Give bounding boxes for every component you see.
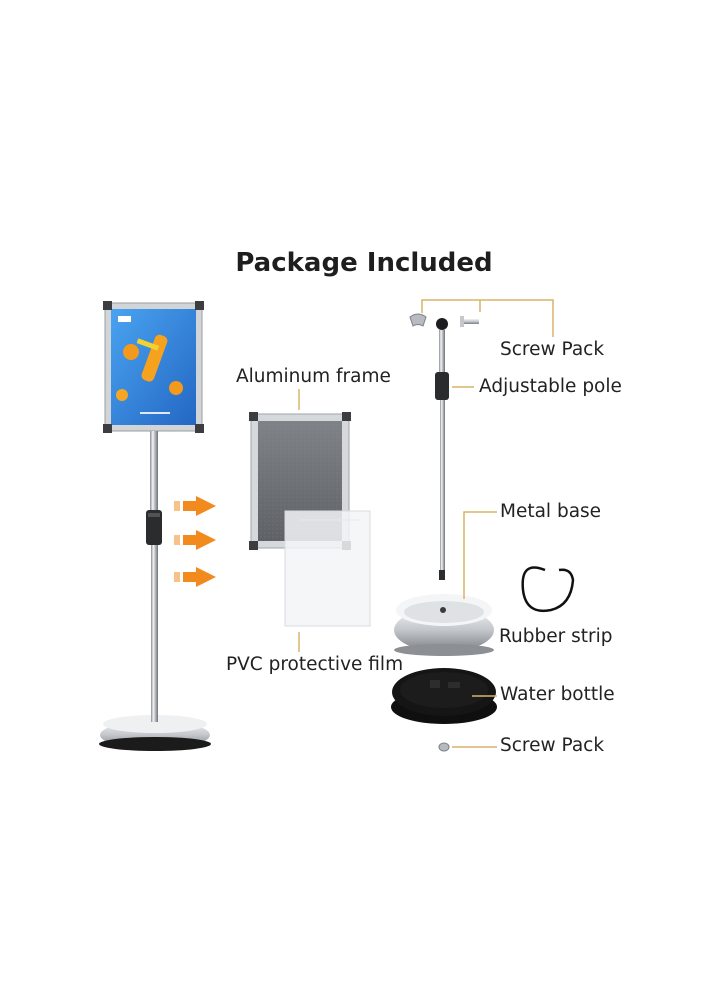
arrow-icon [174,567,216,587]
rubber-strip-icon [521,566,575,613]
label-water-bottle: Water bottle [500,684,615,705]
arrow-icon [174,530,216,550]
pvc-film-part [284,510,371,627]
wing-nut-icon [409,313,427,327]
label-screw-pack-bottom: Screw Pack [500,735,605,756]
exploded-stand [391,313,575,752]
label-aluminum-frame: Aluminum frame [236,366,391,387]
small-screw-icon [438,742,450,752]
bolt-icon [460,316,479,327]
label-pvc-protective-film: PVC protective film [226,654,404,675]
arrow-icon [174,496,216,516]
label-adjustable-pole: Adjustable pole [479,376,622,397]
label-metal-base: Metal base [500,501,602,522]
page-title: Package Included [235,248,493,278]
orange-arrows [174,496,216,587]
label-rubber-strip: Rubber strip [499,626,613,647]
label-screw-pack-top: Screw Pack [500,339,605,360]
assembled-stand [99,301,211,751]
